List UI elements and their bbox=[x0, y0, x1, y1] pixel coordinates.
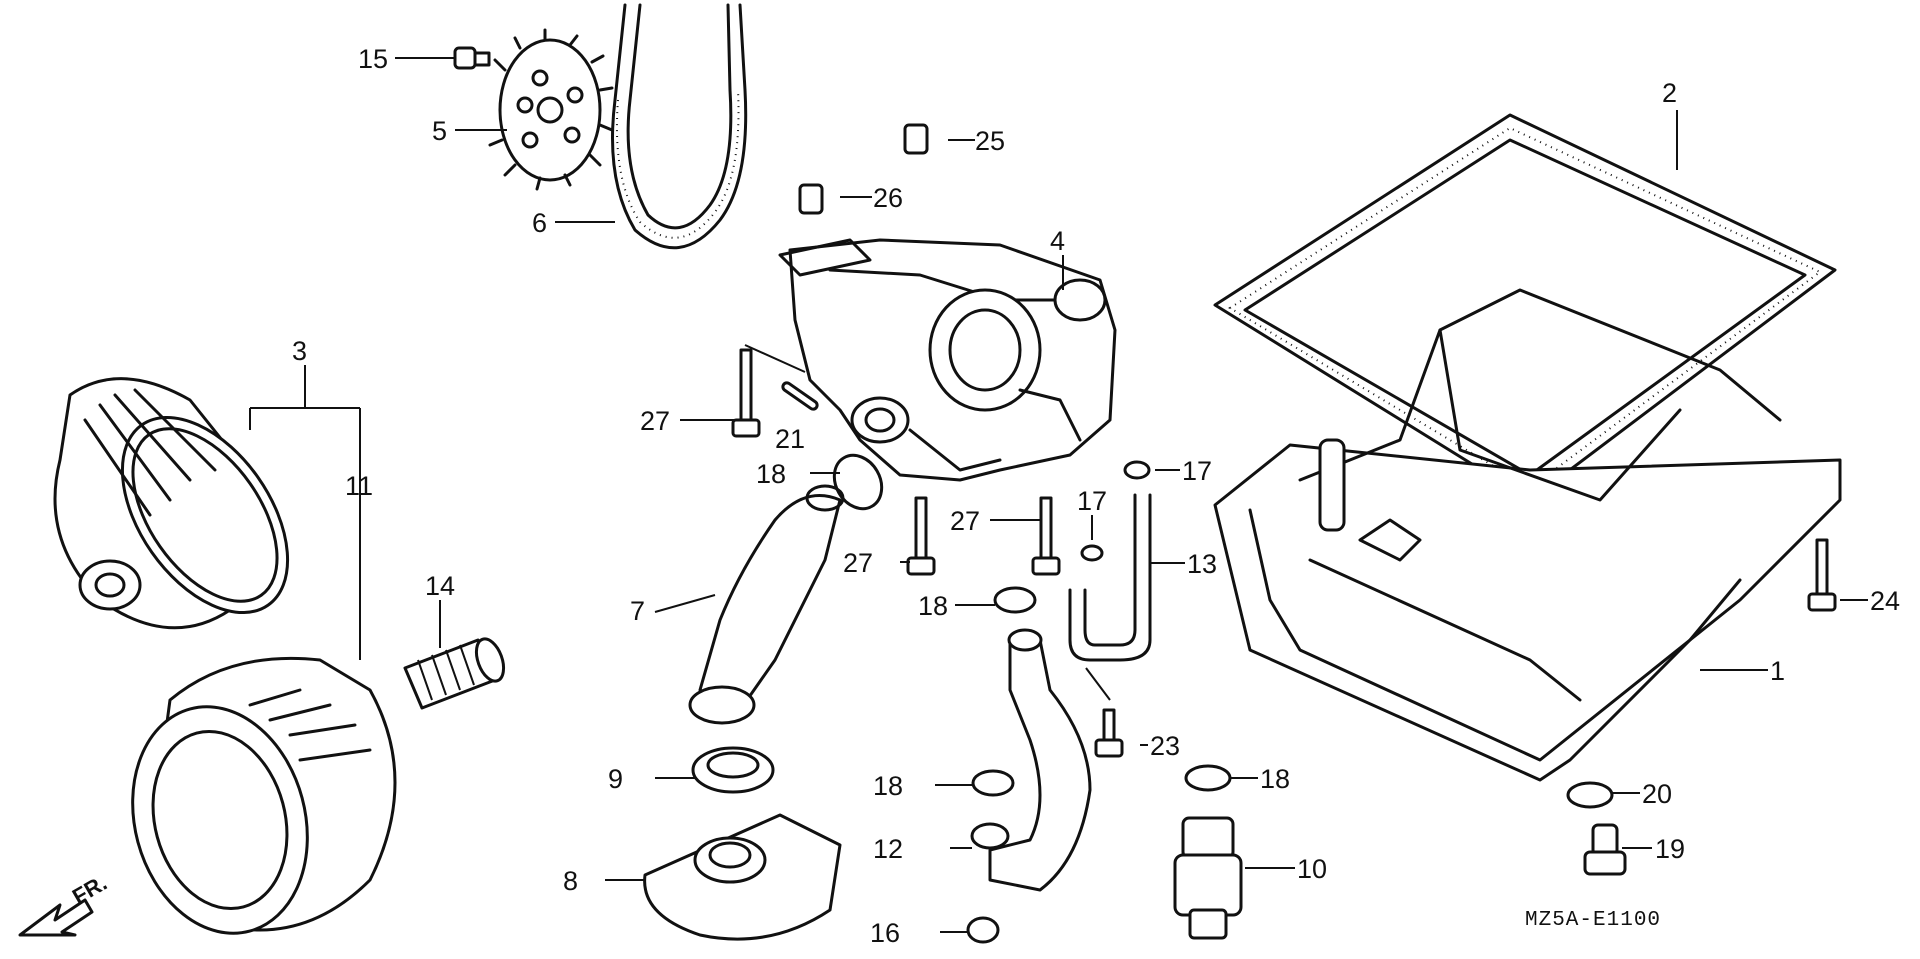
oil-filter-upper bbox=[53, 377, 290, 630]
callout-19: 18 bbox=[1260, 764, 1290, 794]
callout-27-low: 27 bbox=[843, 548, 873, 578]
strainer-pipe bbox=[688, 484, 845, 725]
dowel-pin-23 bbox=[781, 381, 819, 411]
callout-23: 21 bbox=[775, 424, 805, 454]
leader-lines bbox=[249, 57, 1868, 933]
callout-18-lower: 18 bbox=[873, 771, 903, 801]
callout-7: 7 bbox=[630, 596, 645, 626]
bolt-26 bbox=[1807, 538, 1837, 612]
oil-strainer bbox=[643, 813, 842, 941]
callout-25: 23 bbox=[1150, 731, 1180, 761]
oil-filter-nipple bbox=[403, 637, 506, 710]
oil-pipe-12 bbox=[988, 638, 1092, 892]
callout-17-lower: 17 bbox=[1077, 486, 1107, 516]
bolt-27-left bbox=[731, 348, 761, 438]
callout-20: 18 bbox=[756, 459, 786, 489]
o-ring-17-lower bbox=[1080, 544, 1104, 562]
bolt-27-mid bbox=[906, 496, 936, 576]
callout-2: 2 bbox=[1662, 78, 1677, 108]
oil-pan-gasket bbox=[1213, 113, 1837, 502]
washer-22 bbox=[1566, 781, 1614, 809]
callout-11: 11 bbox=[345, 471, 373, 501]
callout-22: 20 bbox=[1642, 779, 1672, 809]
callout-10: 10 bbox=[1297, 854, 1327, 884]
diagram-code: MZ5A-E1100 bbox=[1525, 909, 1661, 932]
callout-27-mid: 27 bbox=[950, 506, 980, 536]
callout-9: 9 bbox=[608, 764, 623, 794]
callout-5: 5 bbox=[432, 116, 447, 146]
collar-24-lower bbox=[798, 183, 824, 215]
washer-19 bbox=[1184, 764, 1232, 792]
o-ring-18-lower bbox=[971, 769, 1015, 797]
o-ring-18-upper bbox=[993, 586, 1037, 614]
callout-21: 19 bbox=[1655, 834, 1685, 864]
oil-pressure-switch bbox=[1173, 816, 1243, 940]
callout-26: 24 bbox=[1870, 586, 1900, 616]
callout-17-upper: 17 bbox=[1182, 456, 1212, 486]
strainer-seal bbox=[691, 746, 775, 794]
callout-4: 4 bbox=[1050, 226, 1065, 256]
drive-chain bbox=[611, 3, 748, 250]
oil-pan bbox=[1213, 288, 1842, 782]
sprocket bbox=[488, 28, 614, 191]
callout-16: 16 bbox=[870, 918, 900, 948]
o-ring-17-upper bbox=[1123, 460, 1151, 480]
collar-24-upper bbox=[903, 123, 929, 155]
callout-6: 6 bbox=[532, 208, 547, 238]
drain-bolt bbox=[1583, 823, 1627, 876]
o-ring-20 bbox=[832, 453, 884, 511]
callout-14: 14 bbox=[425, 571, 455, 601]
bolt-27-right bbox=[1031, 496, 1061, 576]
callout-24-upper: 25 bbox=[975, 126, 1005, 156]
callout-27-left: 27 bbox=[640, 406, 670, 436]
callout-13: 13 bbox=[1187, 549, 1217, 579]
bolt-15 bbox=[453, 46, 491, 70]
front-arrow: FR. bbox=[18, 870, 111, 937]
callout-1: 1 bbox=[1770, 656, 1785, 686]
callout-12: 12 bbox=[873, 834, 903, 864]
bolt-25 bbox=[1094, 708, 1124, 758]
oil-pipe-13 bbox=[1083, 493, 1137, 647]
oil-filter-lower bbox=[131, 656, 397, 935]
callout-8: 8 bbox=[563, 866, 578, 896]
callout-3: 3 bbox=[292, 336, 307, 366]
nut-16 bbox=[966, 916, 1000, 944]
callout-24-lower: 26 bbox=[873, 183, 903, 213]
oil-pump bbox=[778, 238, 1117, 482]
callout-18-upper: 18 bbox=[918, 591, 948, 621]
callout-labels: 15 5 6 2 4 3 11 14 27 21 25 26 18 17 17 … bbox=[292, 44, 1900, 948]
callout-15: 15 bbox=[358, 44, 388, 74]
front-label: FR. bbox=[68, 870, 111, 909]
